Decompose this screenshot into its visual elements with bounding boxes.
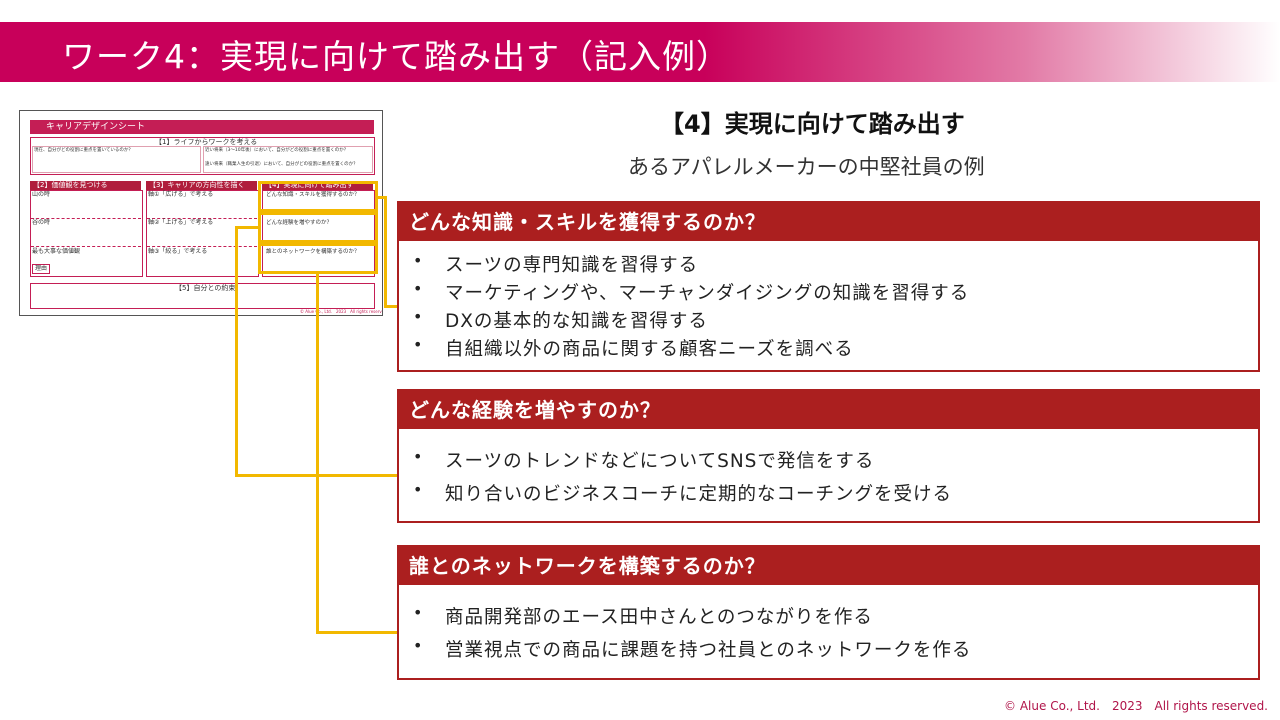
section4-title: 【4】実現に向けて踏み出す — [262, 181, 373, 190]
bullet-list: 商品開発部のエース田中さんとのつながりを作る 営業視点での商品に課題を持つ社員と… — [399, 585, 1258, 669]
list-item: マーケティングや、マーチャンダイジングの知識を習得する — [399, 279, 1258, 307]
section4-item: どんな経験を増やすのか？ — [266, 220, 333, 226]
divider — [31, 218, 141, 219]
section1-right-bottom: 遠い将来（職業人生の引退）において、自分がどの役割に重点を置くのか？ — [205, 162, 358, 167]
divider — [147, 246, 257, 247]
list-item: スーツの専門知識を習得する — [399, 251, 1258, 279]
connector-line — [384, 305, 398, 308]
section1-left: 現在、自分がどの役割に重点を置いているのか？ — [34, 148, 133, 153]
section2-item: 最も大事な価値観 — [32, 248, 81, 255]
section1-right-box — [203, 146, 373, 173]
bullet-list: スーツのトレンドなどについてSNSで発信をする 知り合いのビジネスコーチに定期的… — [399, 429, 1258, 513]
highlight-network — [258, 243, 378, 274]
section4-item: 誰とのネットワークを構築するのか？ — [266, 249, 360, 255]
section2-box — [30, 190, 143, 277]
title-bar: ワーク4：実現に向けて踏み出す（記入例） — [0, 22, 1280, 82]
section5-title: 【5】自分との約束 — [175, 284, 236, 292]
list-item: DXの基本的な知識を習得する — [399, 307, 1258, 335]
card-network: 誰とのネットワークを構築するのか？ 商品開発部のエース田中さんとのつながりを作る… — [397, 545, 1260, 680]
card-title: 誰とのネットワークを構築するのか？ — [399, 547, 1258, 585]
sheet-title: キャリアデザインシート — [46, 122, 146, 132]
connector-line — [316, 631, 398, 634]
connector-line — [316, 272, 319, 634]
section2-reason: 理由 — [32, 264, 51, 274]
section5-box — [30, 283, 375, 309]
section4-item: どんな知識・スキルを獲得するのか？ — [266, 192, 360, 198]
section1-box — [30, 137, 375, 175]
section3-item: 軸③「絞る」で考える — [148, 248, 208, 255]
bullet-list: スーツの専門知識を習得する マーケティングや、マーチャンダイジングの知識を習得す… — [399, 241, 1258, 363]
section3-item: 軸②「上げる」で考える — [148, 219, 214, 226]
connector-line — [235, 226, 261, 229]
section-subheading: あるアパレルメーカーの中堅社員の例 — [628, 155, 985, 179]
card-experience: どんな経験を増やすのか？ スーツのトレンドなどについてSNSで発信をする 知り合… — [397, 389, 1260, 523]
section2-title: 【2】価値観を見つける — [30, 181, 141, 190]
section1-right-top: 近い将来（3〜10年後）において、自分がどの役割に重点を置くのか？ — [205, 148, 349, 153]
list-item: 知り合いのビジネスコーチに定期的なコーチングを受ける — [399, 480, 1258, 513]
divider — [31, 246, 141, 247]
list-item: 自組織以外の商品に関する顧客ニーズを調べる — [399, 335, 1258, 363]
connector-line — [235, 226, 238, 477]
divider — [147, 218, 257, 219]
connector-line — [378, 196, 387, 199]
list-item: スーツのトレンドなどについてSNSで発信をする — [399, 447, 1258, 480]
card-title: どんな知識・スキルを獲得するのか？ — [399, 203, 1258, 241]
sheet-title-bar: キャリアデザインシート — [30, 120, 374, 134]
section3-title: 【3】キャリアの方向性を描く — [146, 181, 257, 190]
section1-title: 【1】ライフからワークを考える — [155, 138, 258, 146]
section2-item: 山の時 — [32, 191, 51, 198]
connector-line — [384, 196, 387, 308]
highlight-knowledge — [258, 181, 378, 212]
section1-left-box — [32, 146, 201, 173]
section3-box — [146, 190, 259, 277]
highlight-experience — [258, 212, 378, 243]
slide-title: ワーク4：実現に向けて踏み出す（記入例） — [62, 37, 730, 76]
copyright: © Alue Co., Ltd. 2023 All rights reserve… — [1004, 699, 1268, 713]
section-heading: 【4】実現に向けて踏み出す — [660, 110, 965, 138]
card-knowledge-skills: どんな知識・スキルを獲得するのか？ スーツの専門知識を習得する マーケティングや… — [397, 201, 1260, 372]
section3-item: 軸①「広げる」で考える — [148, 191, 214, 198]
section2-item: 谷の時 — [32, 219, 51, 226]
sheet-footer: © Alue Co., Ltd. 2023 All rights reserve… — [300, 309, 383, 314]
card-title: どんな経験を増やすのか？ — [399, 391, 1258, 429]
list-item: 商品開発部のエース田中さんとのつながりを作る — [399, 603, 1258, 636]
list-item: 営業視点での商品に課題を持つ社員とのネットワークを作る — [399, 636, 1258, 669]
